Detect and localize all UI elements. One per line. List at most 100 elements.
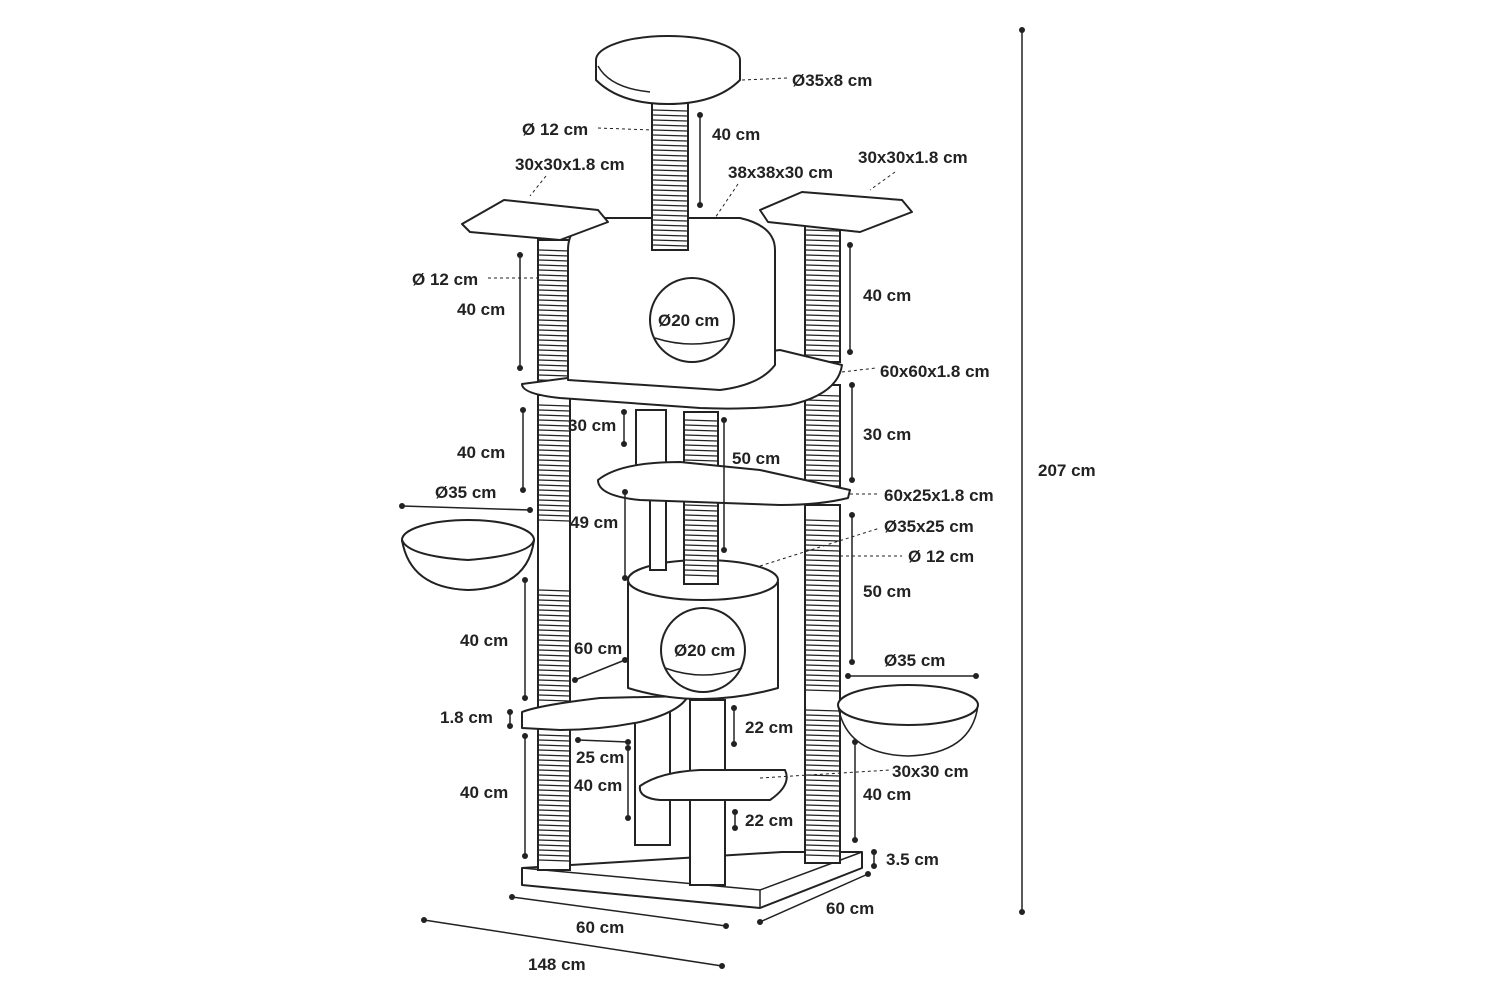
- sisal-rib: [538, 804, 570, 807]
- label-step-width: 60 cm: [574, 639, 622, 658]
- sisal-rib: [538, 359, 570, 362]
- sisal-rib: [805, 794, 840, 797]
- sisal-rib: [805, 659, 840, 662]
- sisal-rib: [538, 459, 570, 462]
- sisal-rib: [805, 304, 840, 307]
- sisal-rib: [684, 459, 718, 462]
- sisal-rib: [805, 554, 840, 557]
- sisal-rib: [538, 309, 570, 312]
- sisal-rib: [538, 434, 570, 437]
- sisal-rib: [805, 419, 840, 422]
- sisal-rib: [805, 779, 840, 782]
- sisal-rib: [538, 299, 570, 302]
- sisal-rib: [805, 789, 840, 792]
- sisal-rib: [805, 629, 840, 632]
- sisal-rib: [652, 109, 688, 112]
- sisal-rib: [538, 489, 570, 492]
- label-base-width: 60 cm: [576, 918, 624, 937]
- label-left-mid-post: 40 cm: [457, 443, 505, 462]
- sisal-rib: [805, 314, 840, 317]
- dimension-labels: Ø35x8 cm Ø 12 cm 40 cm 30x30x1.8 cm 30x3…: [412, 71, 1096, 974]
- sisal-rib: [538, 749, 570, 752]
- sisal-rib: [805, 524, 840, 527]
- sisal-rib: [652, 144, 688, 147]
- sisal-rib: [805, 649, 840, 652]
- sisal-rib: [805, 309, 840, 312]
- sisal-rib: [805, 474, 840, 477]
- sisal-rib: [805, 519, 840, 522]
- sisal-rib: [538, 294, 570, 297]
- sisal-rib: [805, 574, 840, 577]
- sisal-rib: [805, 274, 840, 277]
- label-mid-gap: 49 cm: [570, 513, 618, 532]
- sisal-rib: [684, 549, 718, 552]
- sisal-rib: [805, 734, 840, 737]
- sisal-rib: [805, 469, 840, 472]
- sisal-rib: [684, 564, 718, 567]
- sisal-rib: [805, 319, 840, 322]
- sisal-rib: [805, 744, 840, 747]
- sisal-rib: [805, 344, 840, 347]
- sisal-rib: [684, 429, 718, 432]
- sisal-rib: [538, 679, 570, 682]
- sisal-rib: [652, 179, 688, 182]
- sisal-rib: [538, 774, 570, 777]
- sisal-rib: [538, 404, 570, 407]
- sisal-rib: [652, 129, 688, 132]
- sisal-rib: [538, 639, 570, 642]
- sisal-rib: [805, 549, 840, 552]
- sisal-rib: [538, 349, 570, 352]
- sisal-rib: [538, 824, 570, 827]
- sisal-rib: [652, 159, 688, 162]
- sisal-rib: [805, 764, 840, 767]
- sisal-rib: [538, 329, 570, 332]
- left-top-platform: [461, 199, 609, 241]
- sisal-rib: [538, 369, 570, 372]
- sisal-rib: [684, 419, 718, 422]
- sisal-rib: [684, 504, 718, 507]
- sisal-rib: [684, 514, 718, 517]
- sisal-rib: [538, 689, 570, 692]
- label-top-post-diameter: Ø 12 cm: [522, 120, 588, 139]
- sisal-rib: [684, 569, 718, 572]
- sisal-rib: [652, 219, 688, 222]
- label-left-bottom-post: 40 cm: [460, 783, 508, 802]
- sisal-rib: [538, 664, 570, 667]
- top-post: [651, 99, 689, 251]
- sisal-rib: [805, 284, 840, 287]
- sisal-rib: [805, 669, 840, 672]
- sisal-rib: [538, 494, 570, 497]
- label-barrel-house: Ø35x25 cm: [884, 517, 974, 536]
- sisal-rib: [538, 694, 570, 697]
- sisal-rib: [805, 254, 840, 257]
- sisal-rib: [805, 654, 840, 657]
- sisal-rib: [805, 464, 840, 467]
- sisal-rib: [538, 654, 570, 657]
- sisal-rib: [538, 289, 570, 292]
- sisal-rib: [805, 569, 840, 572]
- sisal-rib: [652, 114, 688, 117]
- sisal-rib: [538, 364, 570, 367]
- sisal-rib: [805, 264, 840, 267]
- sisal-rib: [805, 674, 840, 677]
- sisal-rib: [538, 764, 570, 767]
- sisal-rib: [684, 524, 718, 527]
- label-left-lower-post: 40 cm: [460, 631, 508, 650]
- sisal-rib: [538, 669, 570, 672]
- sisal-rib: [805, 294, 840, 297]
- sisal-rib: [805, 724, 840, 727]
- label-mid-platform: 60x25x1.8 cm: [884, 486, 994, 505]
- sisal-rib: [652, 214, 688, 217]
- sisal-rib: [805, 479, 840, 482]
- label-upper-short-post: 22 cm: [745, 718, 793, 737]
- sisal-rib: [538, 274, 570, 277]
- sisal-rib: [538, 624, 570, 627]
- sisal-rib: [652, 189, 688, 192]
- sisal-rib: [538, 799, 570, 802]
- left-post: [537, 239, 571, 871]
- sisal-rib: [805, 249, 840, 252]
- sisal-rib: [538, 859, 570, 862]
- sisal-rib: [684, 439, 718, 442]
- sisal-rib: [805, 289, 840, 292]
